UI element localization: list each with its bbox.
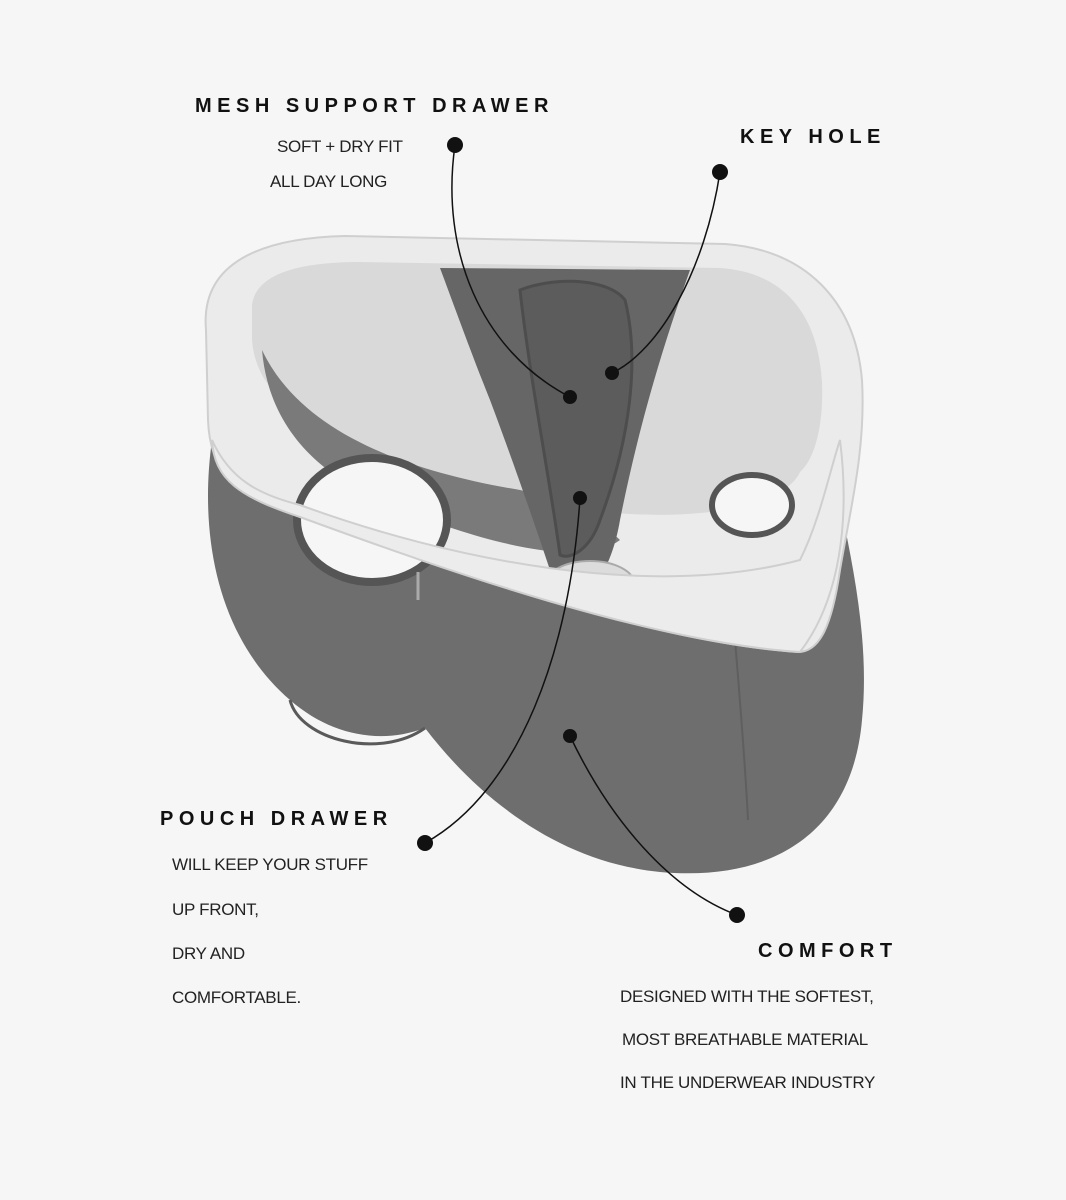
comfort-desc-line: IN THE UNDERWEAR INDUSTRY xyxy=(620,1073,876,1092)
side-seam xyxy=(734,639,749,821)
right-leg-opening xyxy=(709,472,795,538)
mesh-desc-line: SOFT + DRY FIT xyxy=(277,137,403,156)
keyhole-callout-line xyxy=(611,171,721,374)
comfort-desc-line: DESIGNED WITH THE SOFTEST, xyxy=(620,987,874,1006)
keyhole-title: KEY HOLE xyxy=(740,126,886,148)
mesh-target-dot xyxy=(563,390,577,404)
pouch-callout-line xyxy=(424,497,581,844)
mesh-title: MESH SUPPORT DRAWER xyxy=(195,95,554,117)
keyhole-target-dot xyxy=(605,366,619,380)
pouch-panel xyxy=(518,279,634,558)
pouch-desc-line: WILL KEEP YOUR STUFF xyxy=(172,855,368,874)
pouch-target-dot xyxy=(573,491,587,505)
comfort-target-dot xyxy=(563,729,577,743)
comfort-callout-line xyxy=(569,735,738,916)
pouch-desc-line: COMFORTABLE. xyxy=(172,988,301,1007)
mesh-desc-line: ALL DAY LONG xyxy=(270,172,388,191)
pouch-callout-dot xyxy=(417,835,433,851)
pouch-desc-line: UP FRONT, xyxy=(172,900,259,919)
mesh-callout-dot xyxy=(447,137,463,153)
mesh-callout-line xyxy=(451,144,571,398)
waistband-front xyxy=(211,439,845,654)
comfort-desc-line: MOST BREATHABLE MATERIAL xyxy=(622,1030,868,1049)
keyhole-callout-dot xyxy=(712,164,728,180)
comfort-callout-dot xyxy=(729,907,745,923)
pouch-title: POUCH DRAWER xyxy=(160,808,393,830)
pouch-desc-line: DRY AND xyxy=(172,944,245,963)
comfort-title: COMFORT xyxy=(758,940,898,962)
leg-seam xyxy=(288,699,426,746)
